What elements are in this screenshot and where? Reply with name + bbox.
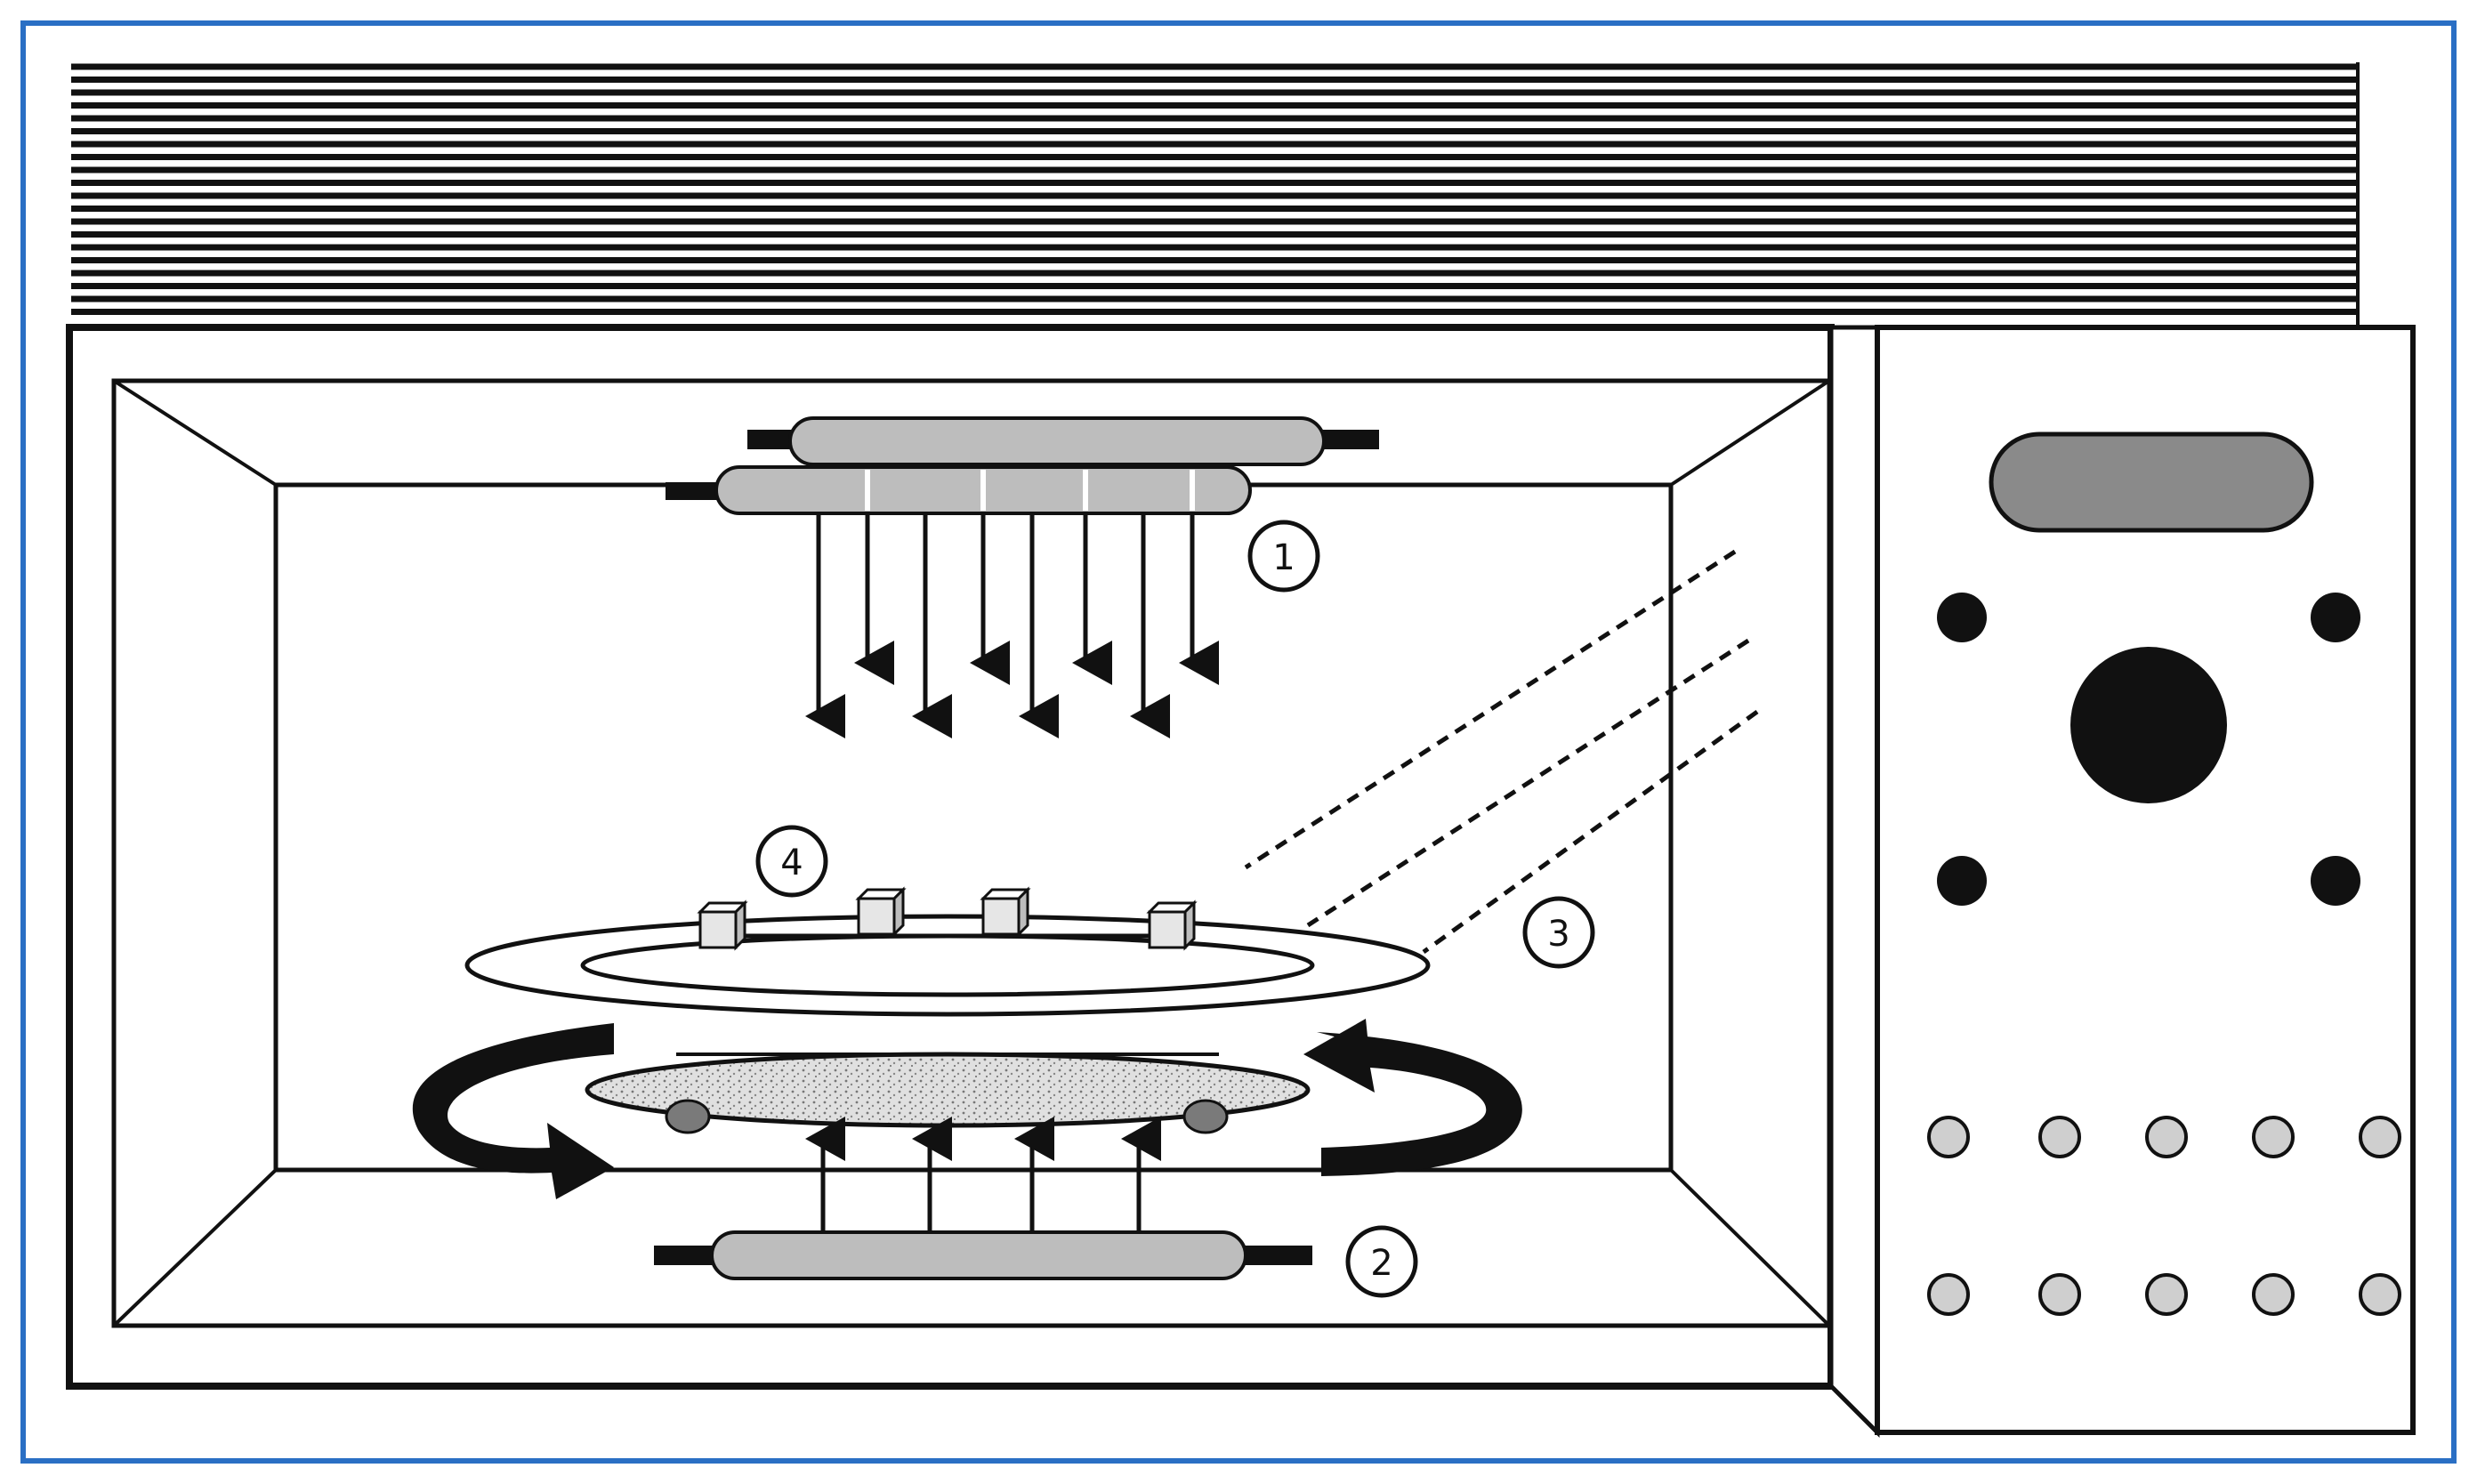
control-panel-icon	[1828, 325, 2416, 1439]
indicator-light	[1937, 856, 1987, 906]
rotation-arrow-icon	[412, 1019, 1522, 1199]
vent-grille-icon	[71, 62, 2360, 327]
button-grid	[1927, 1116, 2401, 1316]
indicator-light	[1937, 593, 1987, 642]
food-cube	[1146, 899, 1198, 951]
turntable-rack	[464, 914, 1431, 1017]
keypad-button	[2252, 1273, 2295, 1316]
food-cube	[980, 886, 1031, 938]
heat-radiation-arrows	[805, 514, 1219, 738]
leader-lines	[1244, 549, 1759, 955]
keypad-button	[2145, 1116, 2188, 1158]
food-cube	[855, 886, 907, 938]
label-4: 4	[755, 825, 828, 898]
keypad-button	[2252, 1116, 2295, 1158]
control-knob	[2070, 647, 2227, 803]
keypad-button	[1927, 1116, 1970, 1158]
svg-text:1: 1	[1272, 537, 1295, 578]
keypad-button	[1927, 1273, 1970, 1316]
label-3: 3	[1522, 896, 1595, 969]
keypad-button	[2038, 1116, 2081, 1158]
outer-frame	[20, 20, 2457, 1464]
svg-text:3: 3	[1547, 914, 1569, 955]
keypad-button	[2038, 1273, 2081, 1316]
keypad-button	[2359, 1116, 2401, 1158]
cavity-perspective	[112, 379, 1831, 1327]
food-cube	[697, 899, 748, 951]
keypad-button	[2145, 1273, 2188, 1316]
indicator-light	[2311, 593, 2360, 642]
label-1: 1	[1247, 520, 1320, 593]
keypad-button	[2359, 1273, 2401, 1316]
heat-radiation-arrows	[805, 1117, 1161, 1231]
lower-heating-element-icon	[654, 1230, 1312, 1280]
food-items	[697, 886, 1198, 951]
display-window	[1989, 431, 2314, 533]
turntable-tray	[585, 1052, 1311, 1134]
label-2: 2	[1345, 1225, 1418, 1298]
indicator-light	[2311, 856, 2360, 906]
upper-heating-element-icon	[666, 416, 1379, 515]
svg-text:2: 2	[1370, 1243, 1392, 1284]
svg-text:4: 4	[780, 843, 803, 883]
